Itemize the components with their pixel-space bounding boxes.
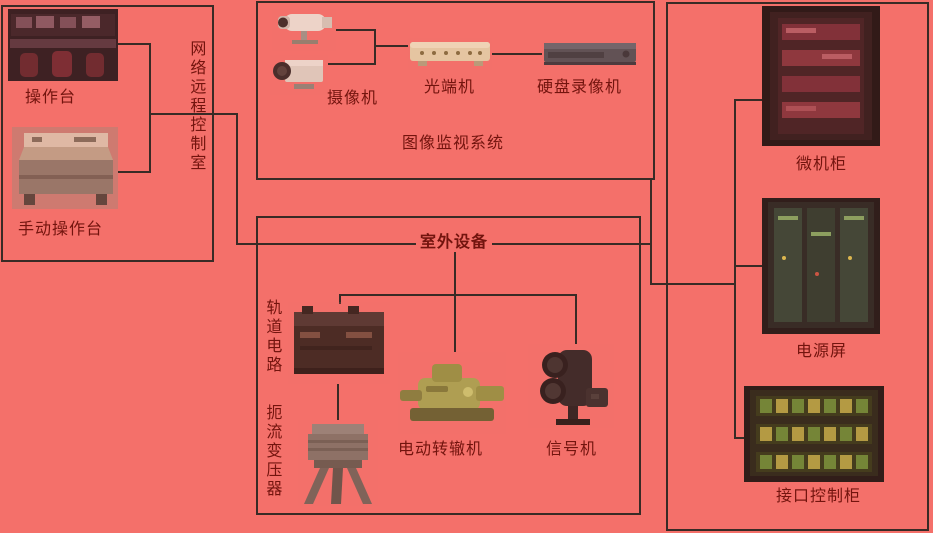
operator-console-photo xyxy=(8,9,118,81)
connector-line xyxy=(374,45,408,47)
optical-terminal-label: 光端机 xyxy=(424,79,476,96)
connector-line xyxy=(492,53,542,55)
connector-line xyxy=(734,437,744,439)
console-label: 操作台 xyxy=(25,89,77,106)
connector-line xyxy=(150,113,238,115)
interface-cabinet-photo xyxy=(744,386,884,482)
video-system-group-box xyxy=(256,1,655,180)
power-panel-photo xyxy=(762,198,880,334)
connector-line xyxy=(650,283,736,285)
outdoor-equipment-group-box xyxy=(256,216,641,515)
dvr-photo xyxy=(542,40,638,68)
micro-cabinet-label: 微机柜 xyxy=(796,156,848,173)
connector-line xyxy=(328,63,376,65)
manual-console-photo xyxy=(12,127,118,209)
switch-machine-label: 电动转辙机 xyxy=(398,441,484,458)
connector-line xyxy=(734,99,736,439)
camera-label: 摄像机 xyxy=(327,90,379,107)
connector-line xyxy=(734,265,762,267)
choke-transformer-vertical-label: 扼流变压器 xyxy=(263,404,281,499)
connector-line xyxy=(337,384,339,420)
control-room-vertical-label: 网络远程控制室 xyxy=(187,40,205,173)
dvr-label: 硬盘录像机 xyxy=(537,79,623,96)
connector-line xyxy=(374,29,376,65)
bullet-camera-photo xyxy=(272,9,336,51)
connector-line xyxy=(454,294,456,352)
connector-line xyxy=(339,294,577,296)
connector-line xyxy=(118,43,150,45)
micro-cabinet-photo xyxy=(762,6,880,146)
connector-line xyxy=(454,251,456,296)
indoor-cabinets-group-box xyxy=(666,2,929,531)
track-circuit-photo xyxy=(288,302,390,384)
connector-line xyxy=(336,29,376,31)
control-room-group-box xyxy=(1,5,214,262)
connector-line xyxy=(149,43,151,173)
switch-machine-photo xyxy=(398,352,506,434)
connector-line xyxy=(118,171,150,173)
connector-line xyxy=(575,294,577,344)
signal-label: 信号机 xyxy=(546,441,598,458)
connector-line xyxy=(236,113,238,245)
connector-line xyxy=(650,180,652,285)
signal-photo xyxy=(528,344,614,428)
optical-terminal-photo xyxy=(408,38,492,70)
video-system-title: 图像监视系统 xyxy=(402,135,505,152)
outdoor-equipment-title: 室外设备 xyxy=(416,234,493,253)
power-panel-label: 电源屏 xyxy=(796,343,848,360)
box-camera-photo xyxy=(270,55,328,95)
manual-console-label: 手动操作台 xyxy=(18,221,104,238)
interface-cabinet-label: 接口控制柜 xyxy=(776,488,862,505)
connector-line xyxy=(734,99,762,101)
connector-line xyxy=(339,294,341,304)
choke-transformer-photo xyxy=(298,420,378,506)
track-circuit-vertical-label: 轨道电路 xyxy=(263,299,281,375)
